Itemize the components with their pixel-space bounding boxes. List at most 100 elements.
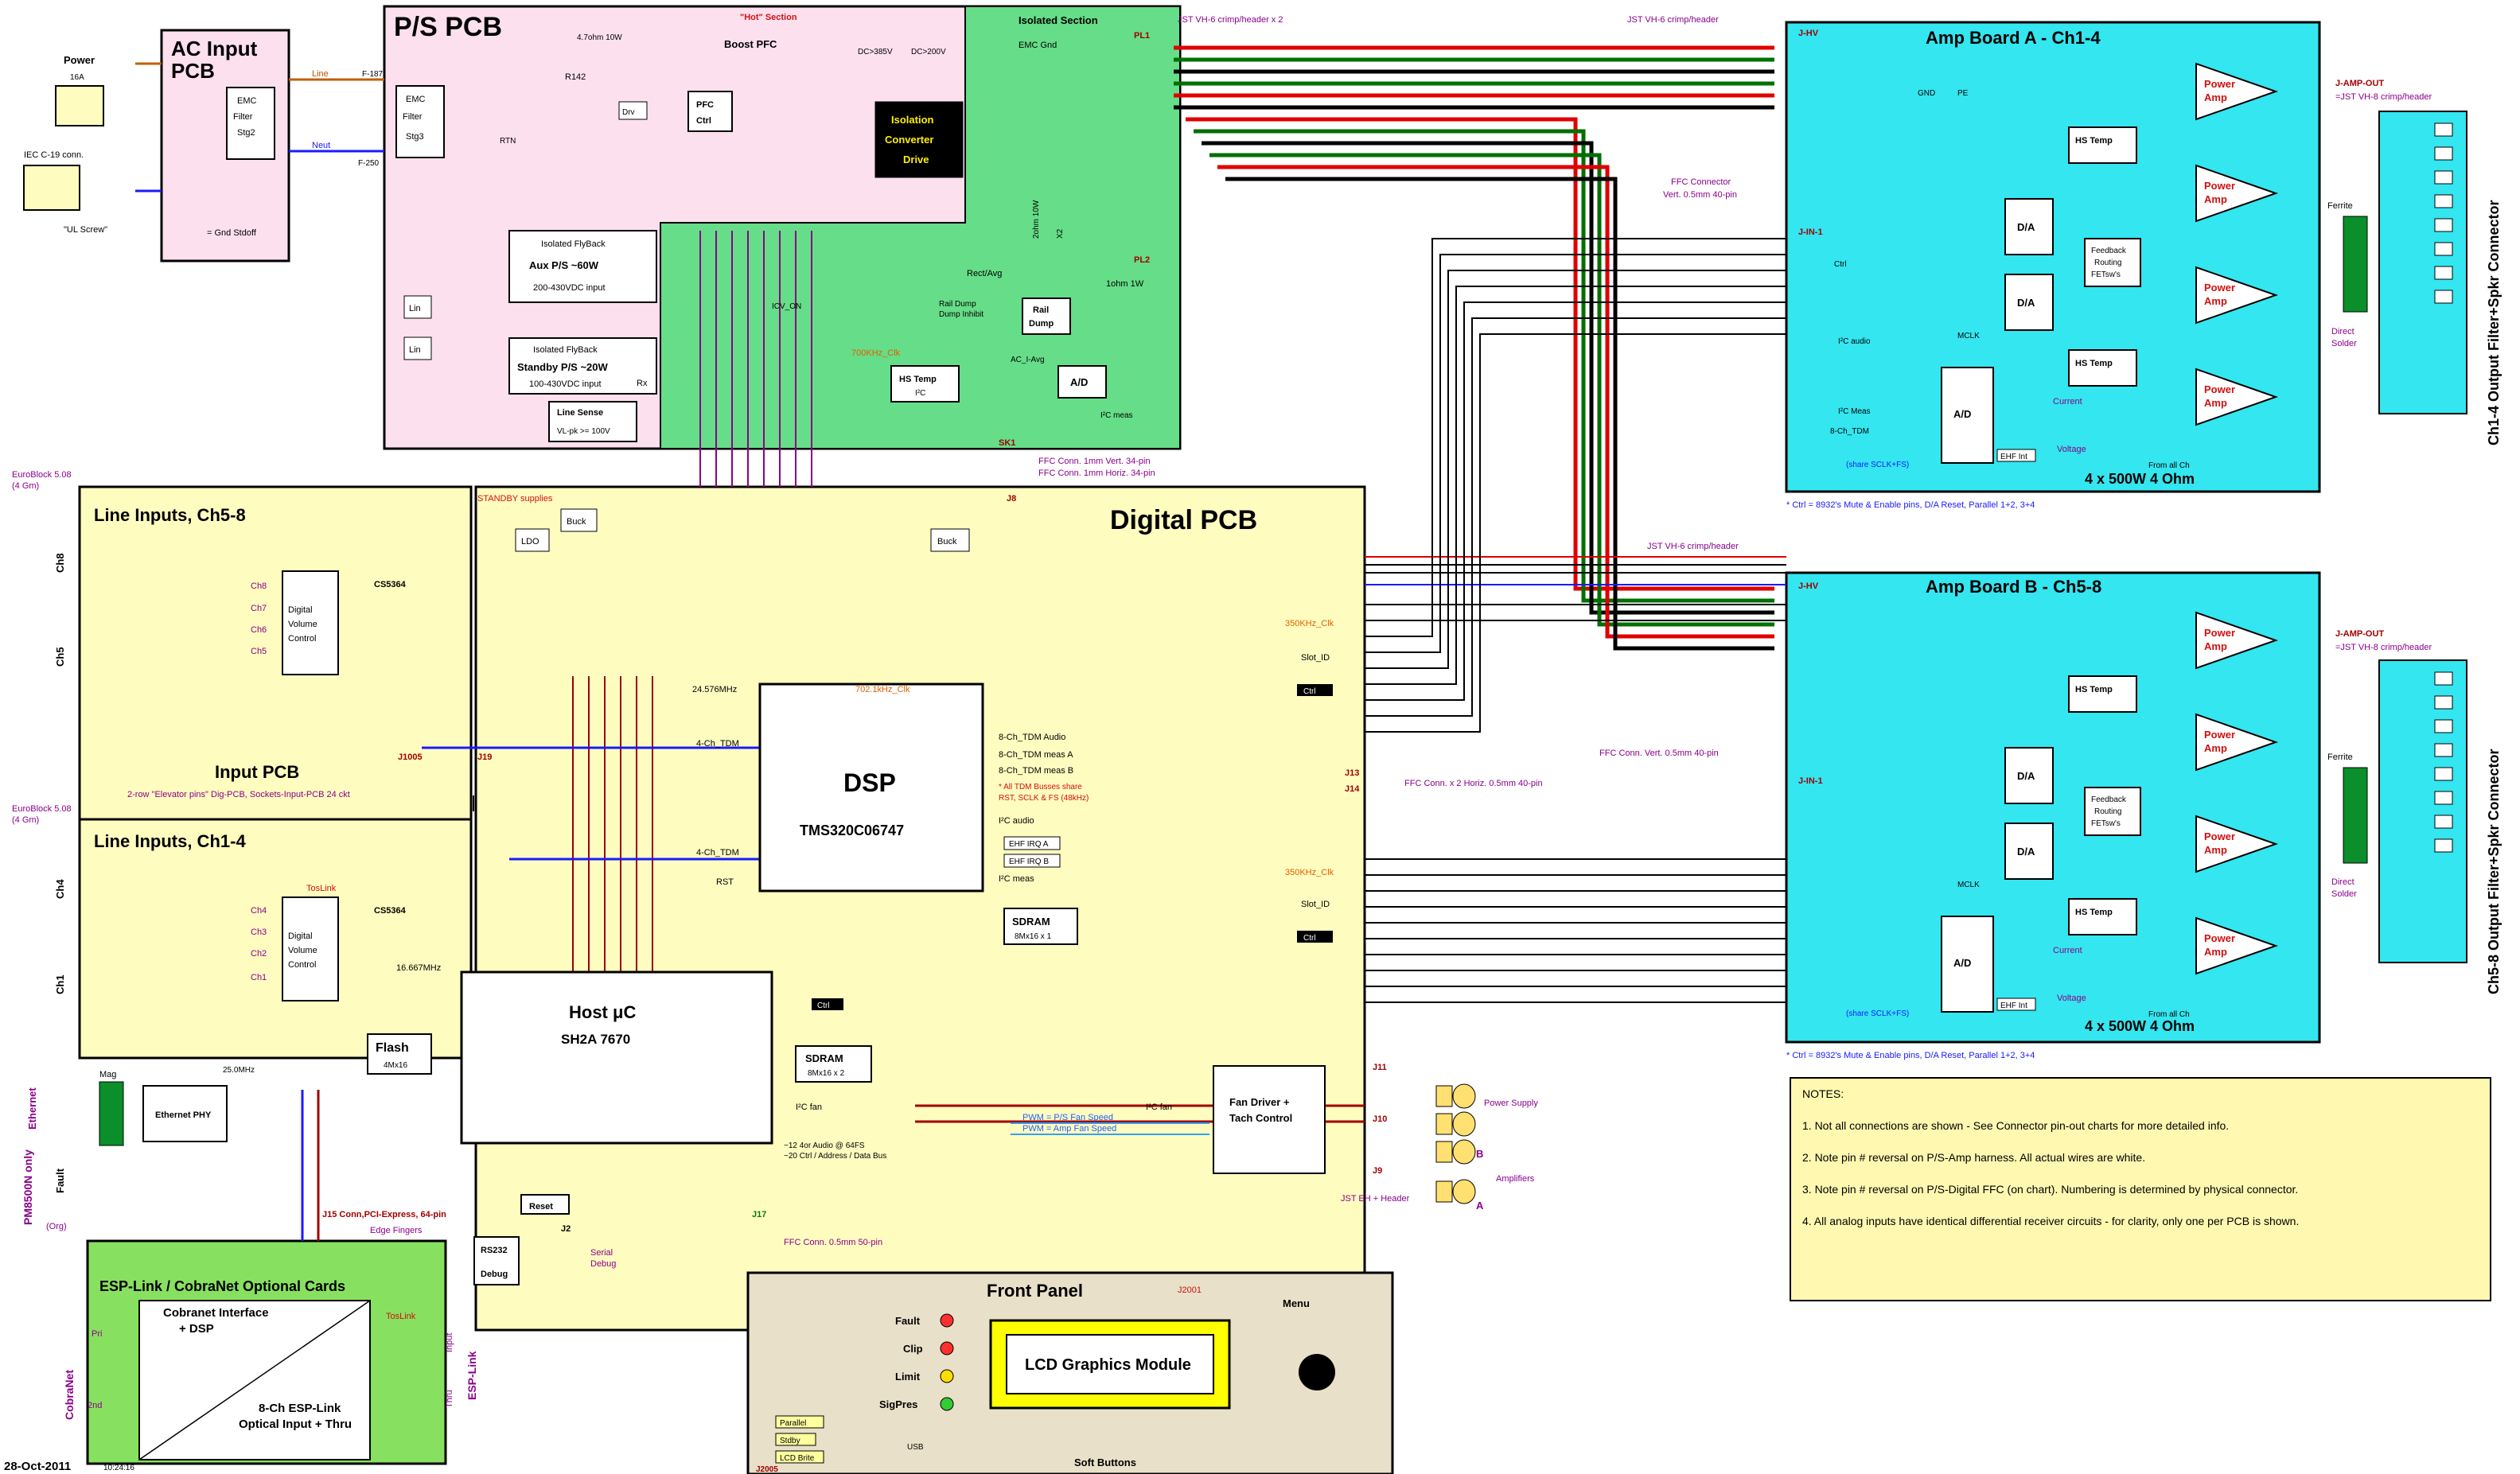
j11-label: J11 bbox=[1373, 1063, 1387, 1072]
euro14: EuroBlock 5.08 bbox=[12, 804, 72, 814]
amp-a-fb2: Routing bbox=[2094, 259, 2121, 267]
note-1: 1. Not all connections are shown - See C… bbox=[1802, 1119, 2229, 1132]
cobranet-line1: Cobranet Interface bbox=[163, 1306, 269, 1320]
rail-dump-box bbox=[1022, 298, 1071, 335]
amp-b-current: Current bbox=[2053, 946, 2082, 955]
dvc-58 bbox=[282, 570, 339, 675]
amp-a-pa2b: Amp bbox=[2204, 193, 2227, 205]
j17-label: J17 bbox=[752, 1210, 766, 1219]
pl2-label: PL2 bbox=[1134, 255, 1150, 265]
amp-a-fb1: Feedback bbox=[2091, 247, 2127, 255]
ps-hs-temp-i2c: I²C bbox=[915, 389, 925, 398]
sdram-2-label: SDRAM bbox=[805, 1052, 843, 1064]
rail-dump-signal: Rail Dump bbox=[939, 300, 976, 309]
amp-b-pa1b: Amp bbox=[2204, 640, 2227, 652]
ac-input-title: AC Input bbox=[171, 37, 258, 60]
clk702-label: 702.1kHz_Clk bbox=[855, 685, 910, 694]
tdm4-in58: 4-Ch_TDM bbox=[696, 739, 739, 749]
dvc58-2: Volume bbox=[288, 620, 317, 629]
amp-a-mclk: MCLK bbox=[1957, 332, 1980, 340]
lin-reg-ps1 bbox=[403, 295, 432, 319]
amp-b-mclk: MCLK bbox=[1957, 881, 1980, 889]
ehf-irq-b-tag bbox=[1003, 854, 1061, 868]
amp-a-pa4: Power bbox=[2204, 383, 2235, 395]
euro58-2: (4 Gm) bbox=[12, 481, 39, 491]
digital-clk350-a: 350KHz_Clk bbox=[1285, 619, 1334, 628]
tdm-note-1: * All TDM Busses share bbox=[999, 783, 1082, 791]
eth-magnetics bbox=[99, 1081, 124, 1146]
ac-iavg-label: AC_I-Avg bbox=[1011, 356, 1045, 364]
dsp-title: DSP bbox=[843, 768, 896, 797]
esp-pri: Pri bbox=[92, 1329, 102, 1339]
fault-led bbox=[940, 1313, 954, 1328]
parallel-label: Parallel bbox=[780, 1419, 806, 1428]
rx-label: Rx bbox=[637, 379, 648, 388]
buck-reg-1-label: Buck bbox=[567, 517, 586, 527]
sdram-1-size: 8Mx16 x 1 bbox=[1015, 932, 1052, 941]
amp-b-pa2: Power bbox=[2204, 729, 2235, 741]
amp-b-fb3: FETsw's bbox=[2091, 819, 2121, 828]
iso-converter-box bbox=[874, 101, 964, 178]
sdram-1 bbox=[1003, 908, 1078, 945]
pwm-amp-fan: PWM = Amp Fan Speed bbox=[1022, 1124, 1116, 1134]
ffc34v-label: FFC Conn. 1mm Vert. 34-pin bbox=[1038, 457, 1151, 466]
dsp-i2c-meas: I²C meas bbox=[999, 874, 1034, 884]
amp-a-tdm: 8-Ch_TDM bbox=[1830, 427, 1869, 436]
parallel-tag bbox=[775, 1415, 824, 1429]
power-switch bbox=[55, 85, 104, 126]
amp-a-hs1-label: HS Temp bbox=[2075, 136, 2113, 146]
dc385-label: DC>385V bbox=[858, 48, 893, 56]
fan-b-label: B bbox=[1476, 1148, 1483, 1160]
hot-section-label: "Hot" Section bbox=[740, 13, 797, 22]
tdm-note-2: RST, SCLK & FS (48kHz) bbox=[999, 794, 1089, 803]
amp-b-feedback bbox=[2084, 787, 2141, 836]
sk1-label: SK1 bbox=[999, 438, 1015, 448]
ehf-irq-b-label: EHF IRQ B bbox=[1009, 858, 1049, 866]
rs232-block bbox=[473, 1236, 520, 1285]
j19-label: J19 bbox=[477, 753, 492, 762]
clip-led-label: Clip bbox=[903, 1343, 923, 1355]
sigpres-led-label: SigPres bbox=[879, 1398, 917, 1410]
amp-a-jin: J-IN-1 bbox=[1798, 228, 1823, 237]
rs232-label: RS232 bbox=[481, 1246, 508, 1255]
dvc58-3: Control bbox=[288, 634, 316, 644]
x2-label: X2 bbox=[1056, 228, 1065, 239]
fan-icons bbox=[1435, 1083, 1476, 1204]
j15-label: J15 Conn,PCI-Express, 64-pin bbox=[322, 1210, 446, 1219]
amp-b-da2-label: D/A bbox=[2017, 846, 2035, 858]
ctrl-tag-b bbox=[1297, 931, 1333, 943]
amp-a-pa4b: Amp bbox=[2204, 397, 2227, 409]
codec-14: CS5364 bbox=[374, 906, 407, 916]
rect-avg-label: Rect/Avg bbox=[967, 269, 1002, 278]
j2005-label: J2005 bbox=[756, 1465, 778, 1474]
lin-reg-ps2-label: Lin bbox=[409, 345, 421, 355]
limit-led bbox=[940, 1369, 954, 1383]
esp-2nd: 2nd bbox=[88, 1401, 102, 1410]
fuse-label: 16A bbox=[70, 73, 84, 82]
dvc14-2: Volume bbox=[288, 946, 317, 955]
amp-a-feedback bbox=[2084, 238, 2141, 287]
amp-a-ehf: EHF Int bbox=[2000, 453, 2027, 461]
line-label: Line bbox=[312, 69, 329, 79]
r142-label: R142 bbox=[565, 72, 586, 82]
digital-clk350-b: 350KHz_Clk bbox=[1285, 868, 1334, 877]
amp-b-rating: 4 x 500W 4 Ohm bbox=[2085, 1018, 2195, 1034]
standby-flyback-box bbox=[508, 337, 657, 395]
pfc-ctrl-label2: Ctrl bbox=[696, 116, 711, 126]
ldo-reg bbox=[515, 528, 550, 552]
menu-label: Menu bbox=[1283, 1297, 1310, 1309]
amp-b-jin: J-IN-1 bbox=[1798, 776, 1823, 786]
amp-b-jout2: =JST VH-8 crimp/header bbox=[2335, 643, 2432, 652]
one-ohm-label: 1ohm 1W bbox=[1106, 279, 1144, 289]
fault-side: Fault bbox=[54, 1168, 66, 1193]
ldo-reg-label: LDO bbox=[521, 537, 539, 546]
emc-gnd-label: EMC Gnd bbox=[1019, 41, 1057, 50]
ffc40-label: FFC Conn. x 2 Horiz. 0.5mm 40-pin bbox=[1404, 779, 1543, 788]
dsp-part: TMS320C06747 bbox=[800, 823, 904, 838]
amp-a-note: * Ctrl = 8932's Mute & Enable pins, D/A … bbox=[1786, 500, 2035, 510]
amp-a-ctrl: Ctrl bbox=[1834, 260, 1847, 269]
amp-b-da2 bbox=[2004, 823, 2054, 880]
digital-pcb bbox=[474, 485, 1366, 1332]
amp-b-direct: Direct bbox=[2331, 877, 2354, 887]
ac-input-title-line2: PCB bbox=[171, 59, 215, 83]
